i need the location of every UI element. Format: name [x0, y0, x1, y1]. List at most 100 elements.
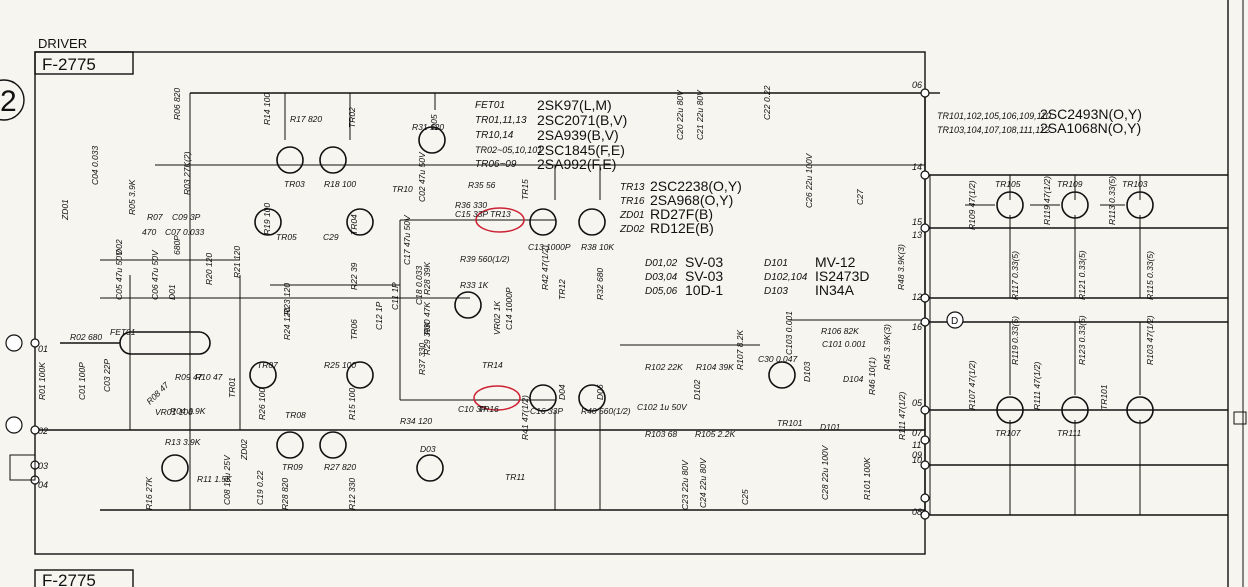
component-label: TR06	[349, 319, 359, 340]
probe-point-d	[946, 311, 964, 329]
output-semis-table: TR101,102,105,106,109,110 2SC2493N(O,Y) …	[937, 106, 1142, 136]
component-label: R115 0.33(5)	[1145, 251, 1155, 300]
component-label: C28 22u 100V	[820, 444, 830, 500]
component-label: R18 100	[324, 179, 356, 189]
semis-ref: TR02~05,10,101	[475, 145, 542, 155]
component-label: R38 10K	[581, 242, 614, 252]
component-label: R33 1K	[460, 280, 489, 290]
component-label: R14 100	[262, 93, 272, 125]
svg-text:15: 15	[912, 217, 923, 227]
component-label: TR02	[347, 107, 357, 128]
component-label: R101 100K	[862, 457, 872, 500]
component-label: TR12	[557, 279, 567, 300]
component-label: TR09	[282, 462, 303, 472]
component-label: TR07	[257, 360, 278, 370]
svg-text:D01,02: D01,02	[645, 258, 678, 269]
terminal-numbers: 01 02 03 04 05 06 07 08 09 10 11 12 13 1…	[38, 80, 923, 517]
component-label: C03 22P	[102, 359, 112, 392]
svg-text:ZD02: ZD02	[619, 224, 645, 235]
component-label: C09 3P	[172, 212, 201, 222]
component-label: C102 1u 50V	[637, 402, 688, 412]
semis-part: 2SC1845(F,E)	[537, 142, 625, 158]
semis-ref: TR01,11,13	[475, 115, 527, 126]
component-label: TR105	[995, 179, 1021, 189]
svg-text:06: 06	[912, 80, 922, 90]
board-label-bottom: F-2775	[42, 571, 96, 587]
transistor-tr109	[1126, 191, 1154, 219]
semis-ref: FET01	[475, 100, 505, 111]
diode-table-right: D101 MV-12 D102,104 IS2473D D103 IN34A	[764, 254, 869, 298]
svg-text:MV-12: MV-12	[815, 254, 856, 270]
component-label: R10 47	[195, 372, 223, 382]
svg-text:ZD01: ZD01	[619, 210, 644, 221]
component-label: C20 22u 80V	[675, 89, 685, 140]
component-label: R03 27K(2)	[182, 151, 192, 195]
component-label: R48 3.9K(3)	[896, 244, 906, 290]
diode-table-left: D01,02 SV-03 D03,04 SV-03 D05,06 10D-1	[645, 254, 723, 298]
component-label: TR103	[1122, 179, 1148, 189]
component-label: VR01 100	[155, 407, 193, 417]
component-label: R28 820	[280, 478, 290, 510]
transistor-tr103	[996, 396, 1024, 424]
svg-text:13: 13	[912, 230, 922, 240]
component-label: R06 820	[172, 88, 182, 120]
component-label: C05 47u 50V	[114, 249, 124, 300]
semis-mid-table: TR13 2SC2238(O,Y) TR16 2SA968(O,Y) ZD01 …	[619, 178, 742, 236]
svg-text:D103: D103	[764, 286, 788, 297]
component-label: R102 22K	[645, 362, 683, 372]
highlight-r36	[475, 207, 525, 233]
component-label: TR101	[1099, 384, 1109, 410]
component-label: R13 3.9K	[165, 437, 201, 447]
component-label: R28 39K	[422, 262, 432, 295]
component-label: C21 22u 80V	[695, 89, 705, 140]
component-label: R07	[147, 212, 163, 222]
component-label: R20 120	[204, 253, 214, 285]
transistor-tr04	[254, 208, 282, 236]
component-label: R23 120	[282, 283, 292, 315]
svg-text:IN34A: IN34A	[815, 282, 855, 298]
transistor-tr105	[1061, 191, 1089, 219]
svg-text:TR101,102,105,106,109,110: TR101,102,105,106,109,110	[937, 111, 1051, 121]
component-label: D06	[595, 384, 605, 400]
component-label: TR11	[505, 472, 525, 482]
component-label: R11 1.5K	[197, 474, 232, 484]
component-label: 470	[142, 227, 156, 237]
transistor-tr107	[1061, 396, 1089, 424]
transistor-tr09	[319, 431, 347, 459]
section-title: DRIVER	[38, 36, 87, 51]
transistor-tr101	[768, 361, 796, 389]
svg-text:2SA968(O,Y): 2SA968(O,Y)	[650, 192, 733, 208]
component-label: R36 330	[455, 200, 487, 210]
component-label: D04	[557, 384, 567, 400]
component-label: R09 47	[175, 372, 203, 382]
semis-part: 2SA939(B,V)	[537, 127, 619, 143]
component-label: R103 68	[645, 429, 677, 439]
transistor-tr07	[346, 361, 374, 389]
component-label: C13 1000P	[528, 242, 571, 252]
component-label: C26 22u 100V	[804, 152, 814, 208]
svg-text:01: 01	[38, 344, 48, 354]
component-label: D102	[692, 379, 702, 400]
component-label: R111 47(1/2)	[1032, 361, 1042, 410]
transistors	[119, 126, 1154, 482]
transistor-tr111	[1126, 396, 1154, 424]
component-label: C14 1000P	[504, 287, 514, 330]
scrollbar-handle[interactable]	[1233, 411, 1247, 425]
component-label: C29	[323, 232, 339, 242]
svg-text:D03,04: D03,04	[645, 272, 678, 283]
svg-text:SV-03: SV-03	[685, 268, 723, 284]
semis-ref: TR06~09	[475, 159, 517, 170]
component-label: TR107	[995, 428, 1021, 438]
component-label: TR101	[777, 418, 803, 428]
transistor-tr101-out	[996, 191, 1024, 219]
component-label: TR16	[478, 404, 499, 414]
component-label: R31 120	[412, 122, 444, 132]
svg-text:D102,104: D102,104	[764, 272, 808, 283]
component-label: R22 39	[349, 262, 359, 290]
component-label: R40 560(1/2)	[581, 406, 631, 416]
component-label: C07 0.033	[165, 227, 204, 237]
svg-text:TR16: TR16	[620, 196, 645, 207]
component-label: R21 120	[232, 246, 242, 278]
component-label: R05 3.9K	[127, 179, 137, 215]
